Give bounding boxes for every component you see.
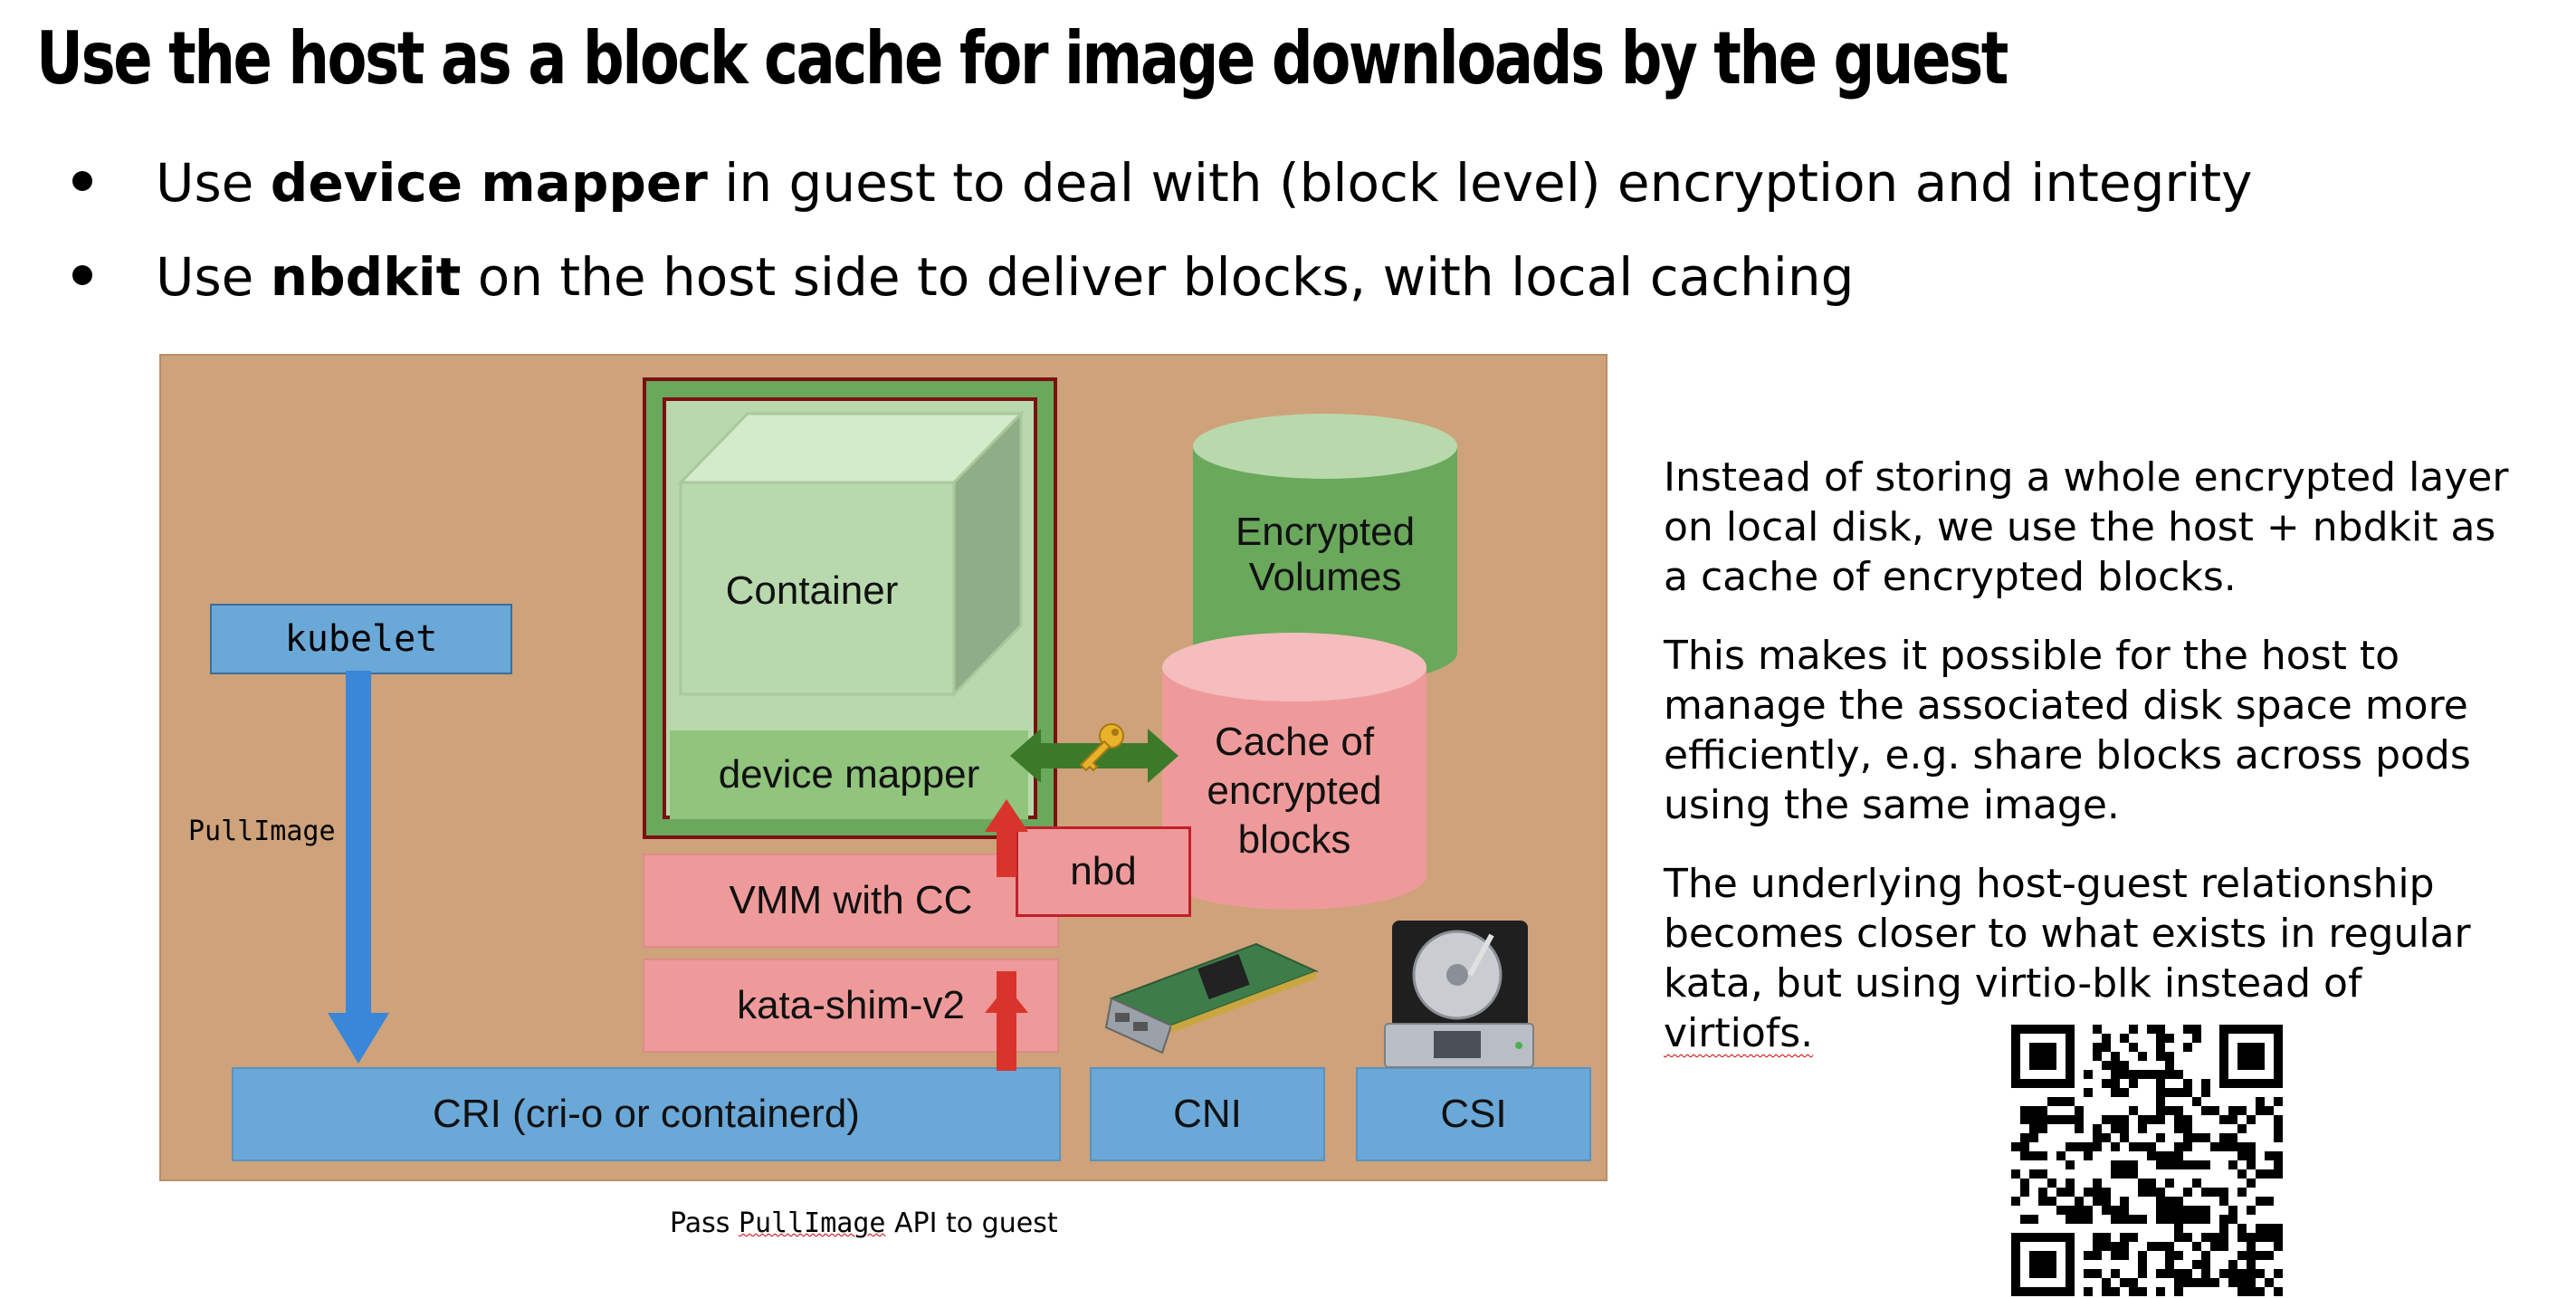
vmm-box: VMM with CC — [643, 854, 1059, 948]
nbd-up-arrow — [985, 799, 1028, 1071]
key-icon — [1079, 723, 1124, 772]
pod-frame: Container device mapper — [643, 377, 1057, 839]
bullet-text-pre: Use — [156, 246, 271, 308]
nbd-box: nbd — [1016, 826, 1191, 917]
encrypted-volumes-cylinder — [1193, 414, 1457, 685]
device-mapper-box: device mapper — [670, 730, 1028, 819]
kubelet-box: kubelet — [210, 604, 512, 674]
explanation-text: Instead of storing a whole encrypted lay… — [1664, 453, 2524, 1087]
paragraph-3: The underlying host-guest relationship b… — [1664, 859, 2524, 1058]
bullet-text-pre: Use — [156, 152, 271, 214]
container-cube — [677, 410, 1025, 698]
encrypted-volumes-label: Encrypted Volumes — [1189, 501, 1461, 609]
cache-line3: blocks — [1237, 817, 1351, 862]
caption-code: PullImage — [738, 1207, 886, 1239]
pullimage-label: PullImage — [188, 816, 336, 847]
pullimage-arrow — [328, 671, 389, 1064]
paragraph-2: This makes it possible for the host to m… — [1664, 633, 2471, 828]
slide-title: Use the host as a block cache for image … — [36, 16, 2008, 100]
architecture-diagram: CRI (cri-o or containerd) CNI CSI kata-s… — [159, 354, 1608, 1181]
bullet-dot — [72, 264, 92, 285]
kata-shim-box: kata-shim-v2 — [643, 959, 1059, 1053]
bullet-text-post: in guest to deal with (block level) encr… — [707, 152, 2253, 214]
cri-box: CRI (cri-o or containerd) — [232, 1067, 1061, 1161]
caption-post: API to guest — [885, 1207, 1058, 1239]
cache-line2: encrypted — [1207, 768, 1382, 813]
cni-box: CNI — [1090, 1067, 1325, 1161]
virtiofs-word: virtiofs. — [1664, 1010, 1814, 1056]
bullet-device-mapper: Use device mapper in guest to deal with … — [72, 152, 2252, 214]
csi-box: CSI — [1356, 1067, 1591, 1161]
encrypted-volumes-line2: Volumes — [1248, 555, 1402, 599]
paragraph-1: Instead of storing a whole encrypted lay… — [1664, 454, 2509, 600]
qr-code — [2011, 1025, 2283, 1296]
bullet-dot — [72, 170, 92, 191]
diagram-caption: Pass PullImage API to guest — [670, 1207, 1058, 1239]
hard-disk-icon — [1384, 921, 1534, 1068]
encrypted-volumes-line1: Encrypted — [1235, 510, 1416, 554]
bullet-text-bold: nbdkit — [270, 246, 462, 308]
bullet-text-bold: device mapper — [270, 152, 708, 214]
container-label: Container — [725, 568, 899, 613]
bullet-nbdkit: Use nbdkit on the host side to deliver b… — [72, 246, 1854, 308]
bullet-text-post: on the host side to deliver blocks, with… — [461, 246, 1855, 308]
cache-cylinder — [1162, 633, 1426, 910]
pod-inner-frame: Container device mapper — [663, 397, 1037, 819]
caption-pre: Pass — [670, 1207, 739, 1239]
paragraph-3-text: The underlying host-guest relationship b… — [1664, 861, 2471, 1007]
cache-line1: Cache of — [1214, 720, 1375, 764]
cache-label: Cache of encrypted blocks — [1159, 714, 1430, 868]
network-card-icon — [1104, 942, 1319, 1055]
